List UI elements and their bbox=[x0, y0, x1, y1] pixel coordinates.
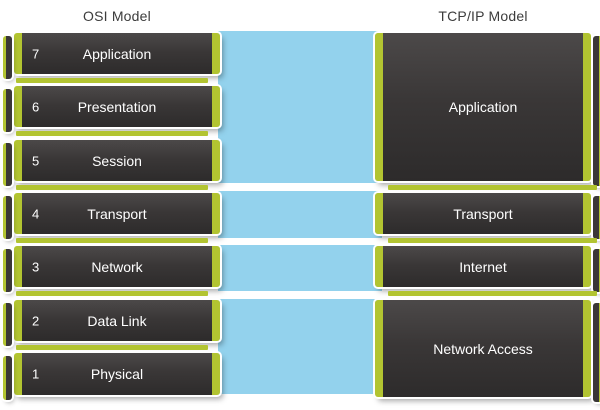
tcpip-model-title: TCP/IP Model bbox=[438, 8, 528, 24]
tcpip-layer-label: Internet bbox=[459, 258, 507, 275]
tcpip-layer-application: Application bbox=[375, 33, 600, 190]
osi-layer-2-data-link: 2 Data Link bbox=[3, 300, 220, 350]
osi-layer-label: Transport bbox=[87, 205, 147, 222]
mapping-band-network-access bbox=[218, 299, 382, 394]
mapping-band-application bbox=[218, 31, 382, 183]
osi-layer-7-application: 7 Application bbox=[3, 33, 220, 83]
osi-layer-number: 7 bbox=[32, 46, 40, 61]
tcpip-layer-label: Network Access bbox=[433, 340, 533, 357]
osi-layer-number: 5 bbox=[32, 153, 40, 168]
tcpip-layer-label: Application bbox=[448, 99, 518, 115]
osi-layer-label: Session bbox=[92, 152, 142, 169]
osi-layer-3-network: 3 Network bbox=[3, 246, 220, 296]
osi-layer-label: Network bbox=[91, 258, 143, 275]
osi-layer-number: 3 bbox=[32, 259, 40, 274]
osi-layer-number: 1 bbox=[32, 366, 40, 382]
osi-layer-4-transport: 4 Transport bbox=[3, 193, 220, 243]
osi-layer-number: 4 bbox=[32, 206, 40, 221]
mapping-band-transport bbox=[218, 191, 382, 238]
osi-layer-label: Data Link bbox=[87, 312, 147, 329]
tcpip-layer-internet: Internet bbox=[375, 246, 600, 296]
osi-layer-label: Physical bbox=[90, 366, 144, 382]
osi-model-title: OSI Model bbox=[83, 8, 151, 24]
mapping-band-internet bbox=[218, 245, 382, 291]
osi-layer-number: 6 bbox=[32, 99, 40, 114]
osi-layer-number: 2 bbox=[32, 313, 40, 328]
osi-layer-label: Application bbox=[82, 45, 152, 62]
osi-layer-6-presentation: 6 Presentation bbox=[3, 86, 220, 136]
tcpip-layer-label: Transport bbox=[453, 205, 513, 222]
tcpip-layer-network-access: Network Access bbox=[375, 300, 600, 402]
osi-layer-1-physical: 1 Physical bbox=[3, 353, 220, 400]
osi-layer-5-session: 5 Session bbox=[3, 140, 220, 190]
osi-layer-label: Presentation bbox=[77, 98, 157, 115]
tcpip-layer-transport: Transport bbox=[375, 193, 600, 243]
